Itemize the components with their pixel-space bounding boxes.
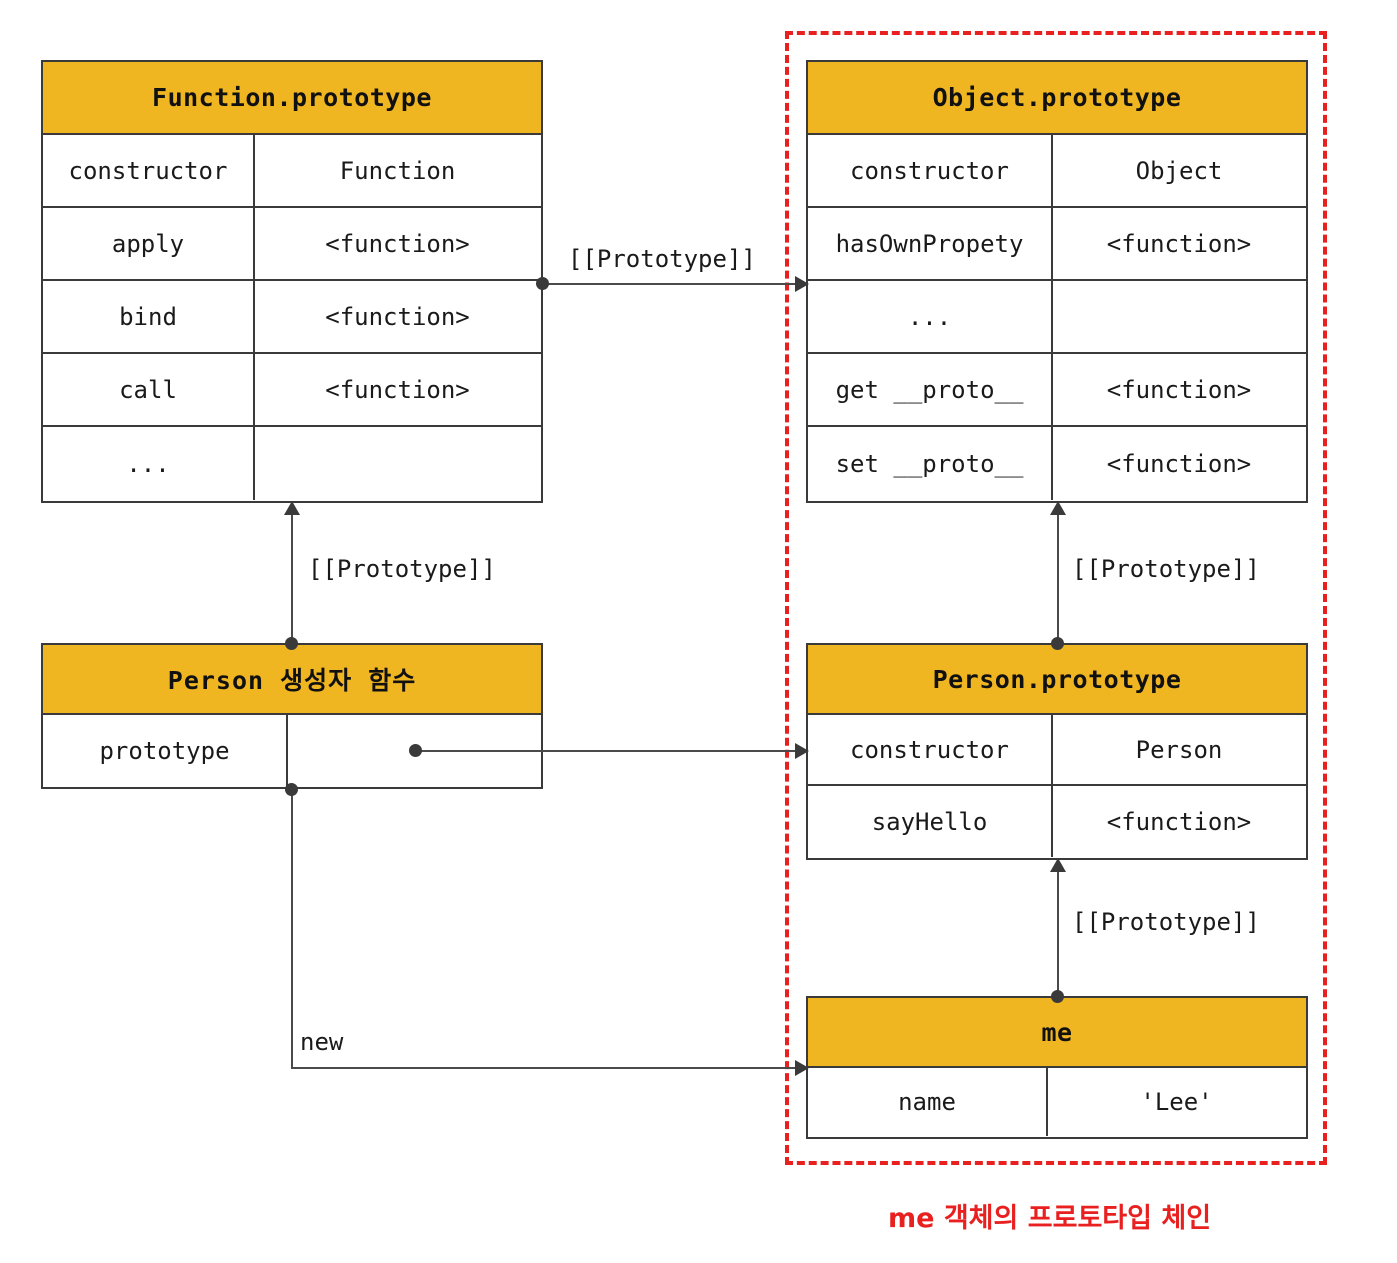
row-key: set __proto__ (808, 427, 1053, 500)
box-me-object-title: me (808, 998, 1306, 1068)
box-person-prototype-title: Person.prototype (808, 645, 1306, 715)
row-value: <function> (1106, 807, 1252, 836)
row-key: constructor (43, 135, 255, 206)
row-key: prototype (43, 715, 288, 786)
table-row: hasOwnPropety <function> (808, 208, 1306, 281)
row-key: hasOwnPropety (808, 208, 1053, 279)
row-key: constructor (808, 135, 1053, 206)
edge-label-fnproto-objproto: [[Prototype]] (568, 245, 756, 273)
row-value: <function> (1106, 449, 1252, 478)
edge-source-dot-person-bottom (285, 783, 298, 796)
box-person-constructor-title: Person 생성자 함수 (43, 645, 541, 715)
edge-arrowhead-objproto-bottom (1050, 501, 1066, 515)
edge-arrowhead-me-left (795, 1060, 809, 1076)
edge-line-me-personproto (1057, 865, 1059, 998)
table-row: set __proto__ <function> (808, 427, 1306, 500)
row-value: <function> (1106, 229, 1252, 258)
edge-source-dot-personproto-top (1051, 637, 1064, 650)
table-row: name 'Lee' (808, 1068, 1306, 1136)
edge-source-dot-person-top (285, 637, 298, 650)
table-row: bind <function> (43, 281, 541, 354)
box-object-prototype-title: Object.prototype (808, 62, 1306, 135)
prototype-chain-caption: me 객체의 프로토타입 체인 (888, 1203, 1212, 1234)
table-row: prototype (43, 715, 541, 786)
table-row: call <function> (43, 354, 541, 427)
edge-source-dot-me-top (1051, 990, 1064, 1003)
edge-label-new: new (300, 1028, 344, 1056)
row-key: ... (43, 427, 255, 500)
row-value: <function> (325, 229, 470, 258)
row-key: name (808, 1068, 1048, 1136)
edge-label-me-personproto: [[Prototype]] (1072, 908, 1260, 936)
box-person-prototype: Person.prototype constructor Person sayH… (806, 643, 1308, 860)
row-value: <function> (325, 302, 470, 331)
table-row: ... (43, 427, 541, 500)
row-value: Object (1135, 156, 1223, 185)
row-value: <function> (325, 375, 470, 404)
edge-line-fnproto-objproto (543, 283, 808, 285)
row-key: call (43, 354, 255, 425)
table-row: ... (808, 281, 1306, 354)
edge-arrowhead-fnproto-bottom (284, 501, 300, 515)
box-function-prototype: Function.prototype constructor Function … (41, 60, 543, 503)
edge-source-dot-fnproto (536, 277, 549, 290)
row-value: Person (1135, 735, 1223, 764)
row-key: bind (43, 281, 255, 352)
row-key: constructor (808, 715, 1053, 784)
edge-arrowhead-personproto-bottom (1050, 858, 1066, 872)
row-value: <function> (1106, 375, 1252, 404)
edge-line-personproto-objproto (1057, 509, 1059, 644)
table-row: sayHello <function> (808, 786, 1306, 857)
edge-line-person-fnproto (291, 509, 293, 644)
row-value: 'Lee' (1140, 1088, 1213, 1116)
row-key: ... (808, 281, 1053, 352)
box-function-prototype-title: Function.prototype (43, 62, 541, 135)
edge-label-personproto-objproto: [[Prototype]] (1072, 555, 1260, 583)
edge-label-person-fnproto: [[Prototype]] (308, 555, 496, 583)
table-row: constructor Person (808, 715, 1306, 786)
row-value (1053, 281, 1305, 352)
table-row: get __proto__ <function> (808, 354, 1306, 427)
edge-line-prototype-ref (416, 750, 808, 752)
box-me-object: me name 'Lee' (806, 996, 1308, 1139)
edge-line-new-horizontal (291, 1067, 808, 1069)
row-key: sayHello (808, 786, 1053, 857)
row-key: get __proto__ (808, 354, 1053, 425)
edge-arrowhead-personproto-left (795, 743, 809, 759)
table-row: constructor Object (808, 135, 1306, 208)
row-value (255, 427, 540, 500)
table-row: apply <function> (43, 208, 541, 281)
box-object-prototype: Object.prototype constructor Object hasO… (806, 60, 1308, 503)
edge-line-new-vertical (291, 789, 293, 1068)
box-person-constructor: Person 생성자 함수 prototype (41, 643, 543, 789)
row-value: Function (339, 156, 456, 185)
table-row: constructor Function (43, 135, 541, 208)
edge-arrowhead-objproto (795, 276, 809, 292)
row-key: apply (43, 208, 255, 279)
edge-source-dot-prototype-value (409, 744, 422, 757)
